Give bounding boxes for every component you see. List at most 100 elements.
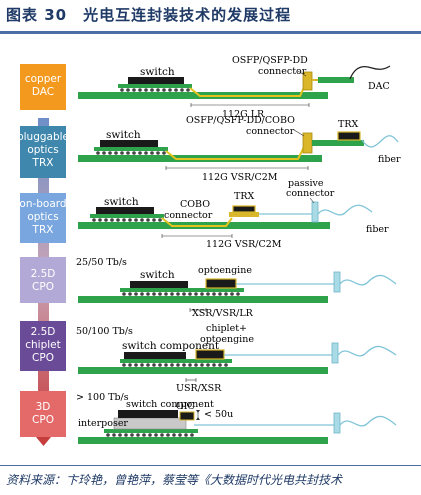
trx-module <box>337 131 361 141</box>
fiber-line <box>339 274 397 286</box>
switch-label: switch component <box>126 399 214 410</box>
link-label: 112G VSR/C2M <box>206 239 282 250</box>
stage-copper-dac: copper DAC <box>20 64 66 110</box>
electrical-trace <box>165 146 305 160</box>
connector-label: connector <box>258 66 307 77</box>
link-label: 112G LR <box>222 109 265 120</box>
cobo-label: connector <box>164 210 213 221</box>
solder-balls <box>120 88 190 92</box>
stage-label: chiplet <box>25 339 61 351</box>
package-substrate <box>120 359 232 363</box>
stage-label: CPO <box>32 352 54 364</box>
stage-label: DAC <box>32 86 54 98</box>
passive-connector <box>331 342 339 364</box>
fiber-line <box>337 345 397 357</box>
row-pluggable-optics: switch OSFP/QSFP-DD/COBO connector TRX f… <box>78 115 401 183</box>
passive-connector <box>311 201 319 223</box>
switch-label: switch <box>106 129 141 141</box>
interposer-label: interposer <box>78 418 128 429</box>
switch-chip <box>96 207 154 214</box>
stage-label: TRX <box>32 157 54 169</box>
figure-title: 图表 30 光电互连封装技术的发展过程 <box>6 6 292 24</box>
package-substrate <box>90 214 164 218</box>
row-on-board-optics: switch COBO connector TRX passive connec… <box>78 178 389 250</box>
fiber-line <box>361 135 399 148</box>
connector-label: OSFP/QSFP-DD/COBO <box>186 115 295 126</box>
switch-chip <box>130 281 188 288</box>
module-board <box>312 140 364 146</box>
trx-module <box>232 205 256 213</box>
trx-label: TRX <box>338 119 358 130</box>
stage-on-board-optics: on-board optics TRX <box>19 193 67 243</box>
fiber-line <box>339 415 397 427</box>
row-2-5d-cpo: 25/50 Tb/s switch optoengine XSR/VSR/LR <box>76 257 397 319</box>
solder-balls <box>122 292 240 296</box>
link-label: USR/XSR <box>176 383 222 394</box>
solder-balls <box>106 433 194 437</box>
stage-3d-cpo: 3D CPO <box>20 391 66 437</box>
stage-label: 2.5D <box>31 326 56 338</box>
stage-label: pluggable <box>17 131 69 143</box>
switch-chip <box>124 352 186 359</box>
link-label: 112G VSR/C2M <box>202 172 278 183</box>
stage-label: on-board <box>19 198 66 210</box>
dac-cable-board <box>318 77 354 83</box>
stage-label: 2.5D <box>31 268 56 280</box>
passive-label: passive <box>288 178 324 189</box>
stage-label: CPO <box>32 281 54 293</box>
source-note: 资料来源：卞玲艳，曾艳萍，蔡莹等《大数据时代光电共封技术 <box>6 473 343 487</box>
pcb-board <box>78 296 328 303</box>
row-copper-dac: switch OSFP/QSFP-DD connector DAC 112G L… <box>78 55 391 120</box>
passive-connector <box>333 412 341 434</box>
stage-pluggable-optics: pluggable optics TRX <box>17 126 69 178</box>
fiber-label: fiber <box>366 224 389 235</box>
rate-label: 25/50 Tb/s <box>76 257 127 268</box>
optoengine-chip <box>205 278 237 289</box>
pcb-board <box>78 367 328 374</box>
title-divider <box>0 31 421 34</box>
stage-2-5d-chiplet-cpo: 2.5D chiplet CPO <box>20 321 66 371</box>
switch-chip <box>100 140 158 147</box>
switch-chip <box>118 410 178 418</box>
cobo-connector <box>229 212 259 217</box>
stage-2-5d-cpo: 2.5D CPO <box>20 257 66 303</box>
switch-label: switch <box>104 196 139 208</box>
trx-label: TRX <box>234 191 254 202</box>
stage-label: copper <box>25 73 62 85</box>
optoengine-label: optoengine <box>198 265 252 276</box>
solder-balls <box>92 218 162 222</box>
rate-label: 50/100 Tb/s <box>76 326 133 337</box>
switch-label: switch <box>140 66 175 78</box>
oic-label: OIC <box>176 401 195 412</box>
passive-label: connector <box>286 188 335 199</box>
switch-label: switch <box>140 269 175 281</box>
stage-label: TRX <box>32 224 54 236</box>
optoengine-label: optoengine <box>200 334 254 345</box>
connector-label: OSFP/QSFP-DD <box>232 55 308 66</box>
oic-chip <box>179 411 195 421</box>
rate-label: > 100 Tb/s <box>76 392 129 403</box>
solder-balls <box>96 151 166 155</box>
pcb-board <box>78 437 328 444</box>
stage-label: CPO <box>32 414 54 426</box>
connector-label: connector <box>246 126 295 137</box>
optoengine-chip <box>195 349 225 360</box>
row-3d-cpo: > 100 Tb/s switch component interposer O… <box>76 392 397 444</box>
fiber-line <box>317 204 373 216</box>
passive-connector <box>333 271 341 293</box>
package-substrate <box>120 288 244 292</box>
stage-label: optics <box>27 211 58 223</box>
row-2-5d-chiplet-cpo: 50/100 Tb/s switch component chiplet+ op… <box>76 323 397 394</box>
connector-icon <box>302 132 313 154</box>
dimension-label: < 50u <box>204 409 233 420</box>
optoengine-label: chiplet+ <box>206 323 247 334</box>
link-label: XSR/VSR/LR <box>192 308 254 319</box>
switch-label: switch component <box>122 340 220 352</box>
switch-chip <box>128 77 184 84</box>
package-substrate <box>118 84 192 88</box>
fiber-label: fiber <box>378 154 401 165</box>
solder-balls <box>122 363 228 367</box>
source-divider <box>0 465 421 466</box>
stage-label: 3D <box>36 401 51 413</box>
